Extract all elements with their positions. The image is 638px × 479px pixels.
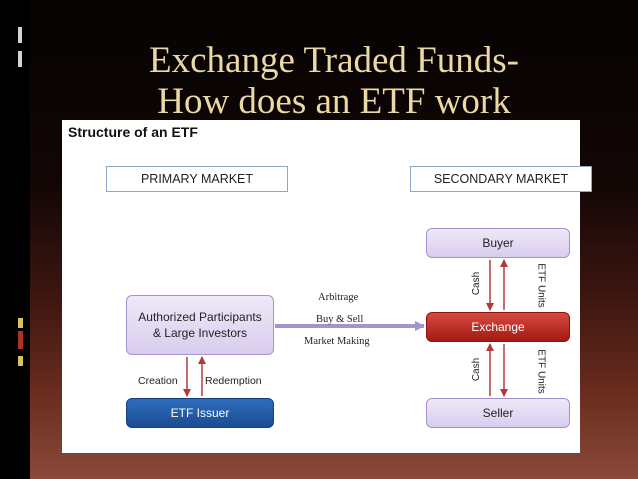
slide-title: Exchange Traded Funds- How does an ETF w… [30, 40, 638, 122]
etf-units-label-lower: ETF Units [535, 349, 547, 394]
diagram-arrows [183, 259, 508, 397]
etf-issuer-label: ETF Issuer [170, 406, 230, 420]
authorized-participants-node: Authorized Participants & Large Investor… [126, 295, 274, 355]
authorized-participants-label-line1: Authorized Participants [138, 310, 262, 324]
diagram-heading: Structure of an ETF [68, 124, 198, 140]
authorized-participants-label-line2: & Large Investors [152, 326, 248, 340]
rail-accent [18, 318, 23, 328]
rail-decoration [18, 27, 22, 43]
market-making-label: Market Making [304, 336, 370, 347]
rail-decoration [18, 51, 22, 67]
arbitrage-label: Arbitrage [318, 292, 359, 303]
slide-title-line1: Exchange Traded Funds- [149, 40, 519, 81]
secondary-market-label: SECONDARY MARKET [433, 172, 569, 186]
rail-accent [18, 356, 23, 366]
etf-issuer-node: ETF Issuer [126, 398, 274, 428]
primary-market-label: PRIMARY MARKET [140, 172, 254, 186]
etf-structure-diagram: Structure of an ETF PRIMARY MARKET SECON… [62, 120, 592, 453]
exchange-node: Exchange [426, 312, 570, 342]
rail-accent [18, 331, 23, 349]
redemption-label: Redemption [205, 375, 262, 387]
buyer-node: Buyer [426, 228, 570, 258]
buyer-label: Buyer [482, 236, 514, 250]
exchange-label: Exchange [471, 320, 525, 334]
cash-label-upper: Cash [471, 271, 483, 296]
left-rail [0, 0, 30, 479]
creation-label: Creation [138, 375, 178, 387]
primary-market-box: PRIMARY MARKET [106, 166, 288, 192]
etf-units-label-upper: ETF Units [535, 263, 547, 308]
cash-label-lower: Cash [471, 357, 483, 382]
secondary-market-box: SECONDARY MARKET [410, 166, 592, 192]
seller-label: Seller [482, 406, 514, 420]
buy-sell-label: Buy & Sell [316, 314, 364, 325]
seller-node: Seller [426, 398, 570, 428]
slide-title-line2: How does an ETF work [157, 81, 511, 122]
